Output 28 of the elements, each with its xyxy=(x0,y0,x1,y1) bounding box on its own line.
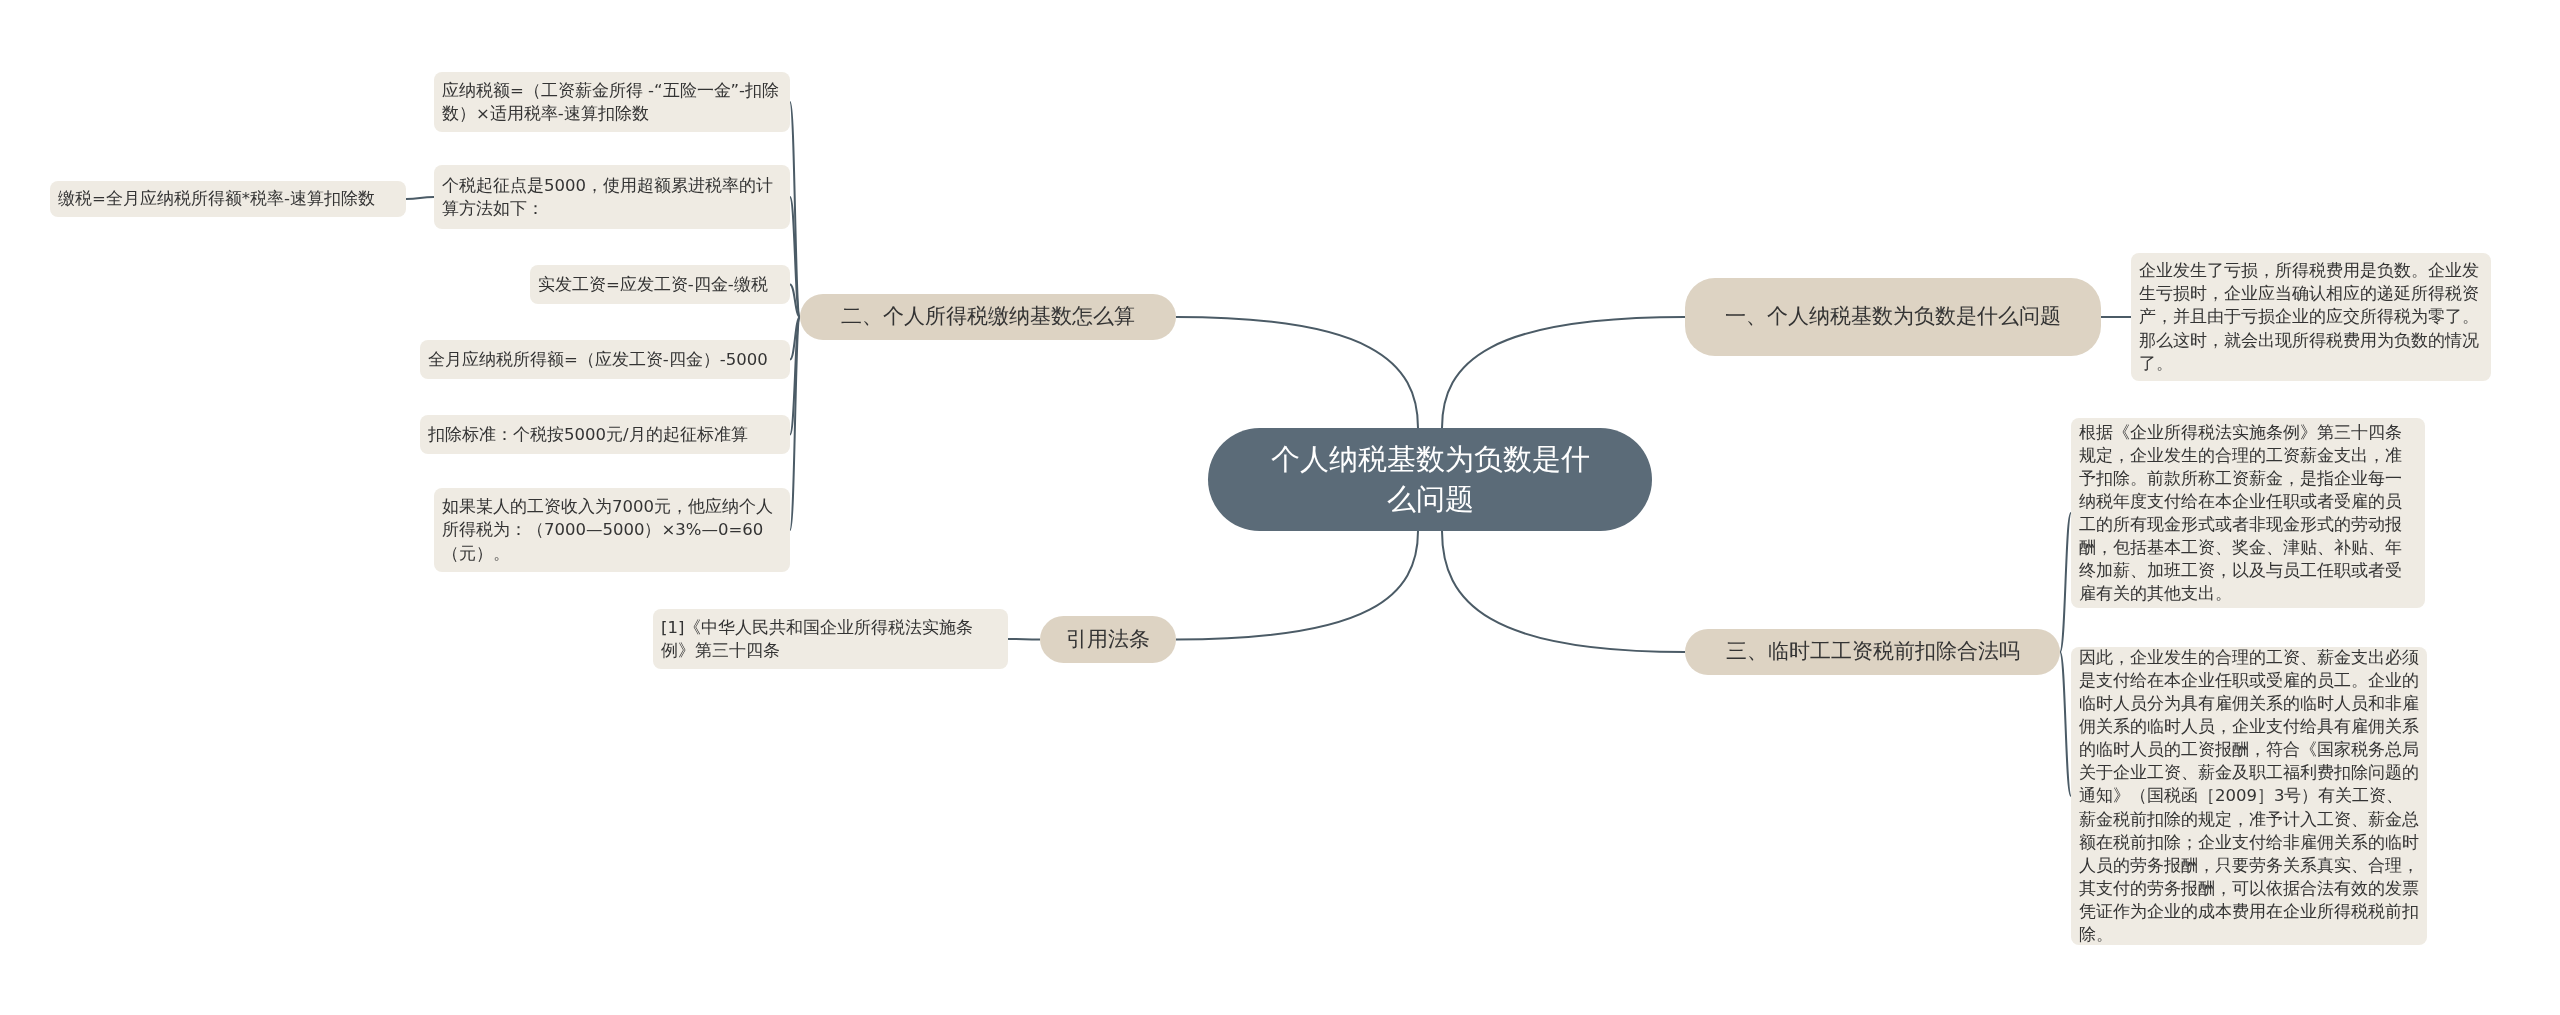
branch-topic: 二、个人所得税缴纳基数怎么算 xyxy=(800,294,1176,340)
connector-line xyxy=(2100,316,2132,318)
note-card: 实发工资=应发工资-四金-缴税 xyxy=(530,265,790,304)
branch-topic: 一、个人纳税基数为负数是什么问题 xyxy=(1685,278,2101,356)
note-card: 全月应纳税所得额=（应发工资-四金）-5000 xyxy=(420,340,790,379)
note-card: 个税起征点是5000，使用超额累进税率的计算方法如下： xyxy=(434,165,790,229)
note-card: 如果某人的工资收入为7000元，他应纳个人所得税为：（7000—5000）×3%—0=60（元）。 xyxy=(434,488,790,572)
connector-line xyxy=(1441,316,1686,429)
note-card: 根据《企业所得税法实施条例》第三十四条规定，企业发生的合理的工资薪金支出，准予扣除。前款所称工资薪金，是指企业每一纳税年度支付给在本企业任职或者受雇的员工的所有现金形式或者非现金形式的劳动报酬，包括基本工资、奖金、津贴、补贴、年终加薪、加班工资，以及与员工任职或者受雇有关的其他支出。 xyxy=(2071,418,2425,608)
connector-line xyxy=(1175,530,1419,641)
branch-topic: 三、临时工工资税前扣除合法吗 xyxy=(1685,629,2060,675)
central-topic: 个人纳税基数为负数是什么问题 xyxy=(1208,428,1652,531)
note-card: 企业发生了亏损，所得税费用是负数。企业发生亏损时，企业应当确认相应的递延所得税资产，并且由于亏损企业的应交所得税为零了。那么这时，就会出现所得税费用为负数的情况了。 xyxy=(2131,253,2491,381)
note-card: 缴税=全月应纳税所得额*税率-速算扣除数 xyxy=(50,181,406,217)
connector-line xyxy=(405,196,435,200)
connector-line xyxy=(1007,638,1041,641)
note-card: 因此，企业发生的合理的工资、薪金支出必须是支付给在本企业任职或受雇的员工。企业的临时人员分为具有雇佣关系的临时人员和非雇佣关系的临时人员，企业支付给具有雇佣关系的临时人员的工资报酬，符合《国家税务总局关于企业工资、薪金及职工福利费扣除问题的通知》（国税函［2009］3号）有关工资、薪金税前扣除的规定，准予计入工资、薪金总额在税前扣除；企业支付给非雇佣关系的临时人员的劳务报酬，只要劳务关系真实、合理，其支付的劳务报酬，可以依据合法有效的发票凭证作为企业的成本费用在企业所得税税前扣除。 xyxy=(2071,647,2427,945)
connector-line xyxy=(789,283,801,318)
note-card: [1]《中华人民共和国企业所得税法实施条例》第三十四条 xyxy=(653,609,1008,669)
note-card: 扣除标准：个税按5000元/月的起征标准算 xyxy=(420,415,790,454)
connector-line xyxy=(1175,316,1419,429)
connector-line xyxy=(789,316,801,361)
connector-line xyxy=(2059,651,2072,797)
note-card: 应纳税额=（工资薪金所得 -“五险一金”-扣除数）×适用税率-速算扣除数 xyxy=(434,72,790,132)
connector-line xyxy=(1441,530,1686,653)
branch-topic: 引用法条 xyxy=(1040,616,1176,663)
connector-line xyxy=(2059,512,2072,653)
connector-line xyxy=(789,196,801,318)
